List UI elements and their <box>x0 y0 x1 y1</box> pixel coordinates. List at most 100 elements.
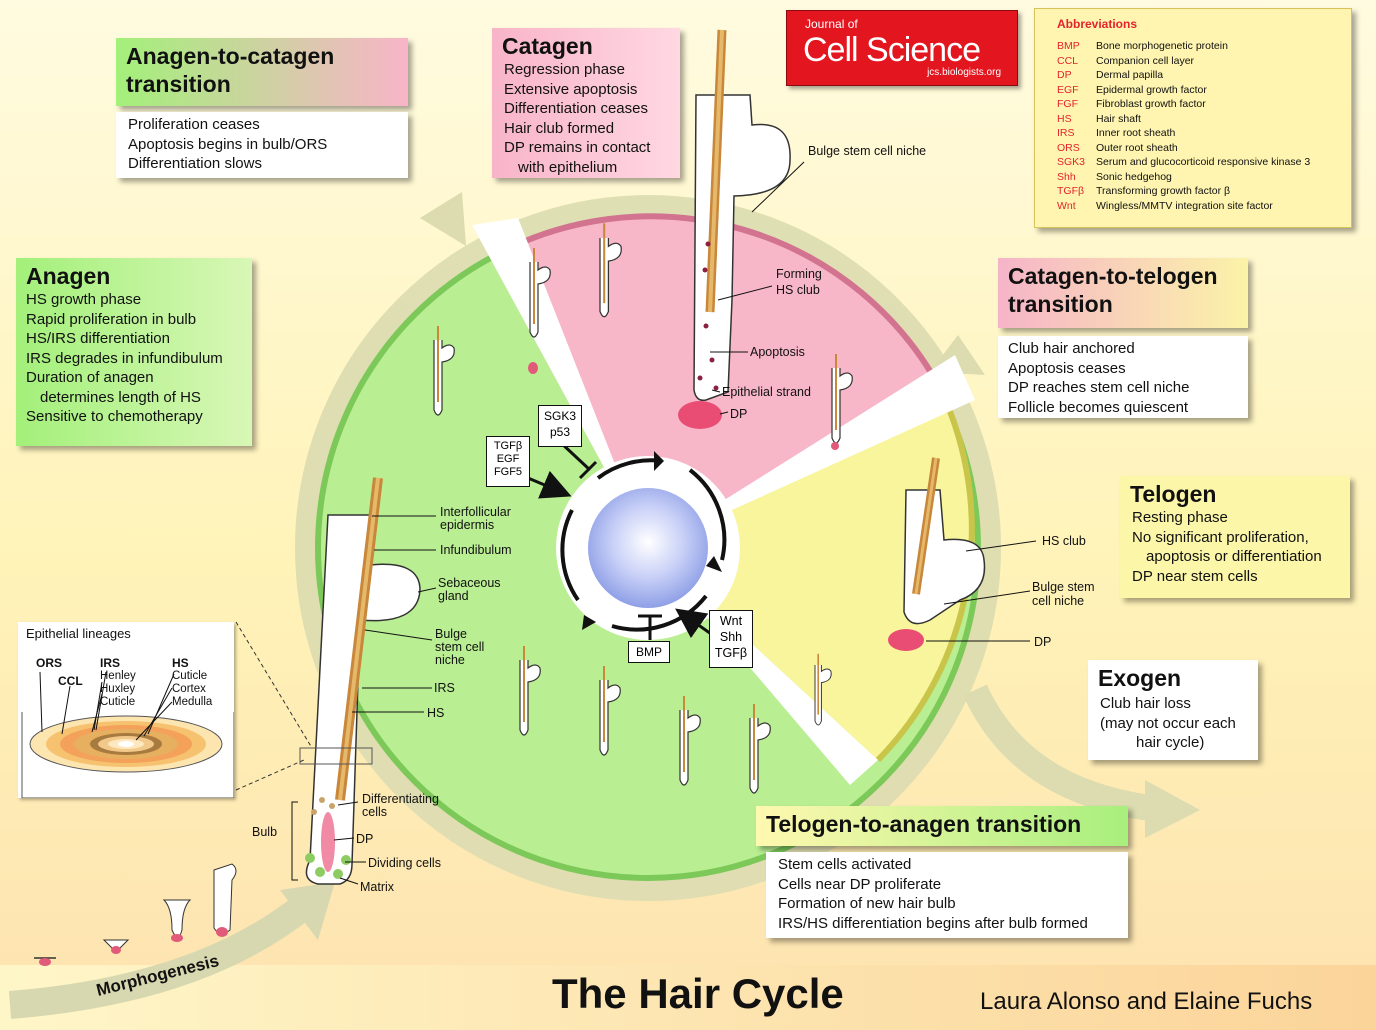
abbr-value: Fibroblast growth factor <box>1096 97 1206 112</box>
lineage-hs: HS <box>172 656 189 670</box>
label-epithelial-strand: Epithelial strand <box>722 385 811 399</box>
abbr-row: BMPBone morphogenetic protein <box>1057 39 1351 54</box>
abbr-key: Wnt <box>1057 199 1096 214</box>
wnt-box: Wnt Shh TGFβ <box>709 610 753 668</box>
abbr-key: TGFβ <box>1057 184 1096 199</box>
telogen-line-2: No significant proliferation, <box>1132 528 1338 548</box>
lineage-irs: IRS <box>100 656 120 670</box>
catagen-to-telogen-title-box: Catagen-to-telogen transition <box>998 258 1248 328</box>
abbr-value: Epidermal growth factor <box>1096 83 1207 98</box>
telogen-box: Telogen Resting phase No significant pro… <box>1120 476 1350 598</box>
abbr-key: ORS <box>1057 141 1096 156</box>
telogen-to-anagen-box: Stem cells activated Cells near DP proli… <box>766 852 1128 938</box>
abbr-key: SGK3 <box>1057 155 1096 170</box>
anagen-line-3: HS/IRS differentiation <box>26 329 240 349</box>
label-irs: IRS <box>434 681 455 695</box>
lineage-huxley: Huxley <box>100 683 136 696</box>
label-bulge-3: niche <box>435 653 465 667</box>
t2a-line-3: Formation of new hair bulb <box>778 894 1116 914</box>
label-sebaceous-2: gland <box>438 589 469 603</box>
lineage-hs-cuticle: Cuticle <box>172 670 212 683</box>
t2a-line-1: Stem cells activated <box>778 855 1116 875</box>
abbr-key: DP <box>1057 68 1096 83</box>
a2c-line-2: Apoptosis begins in bulb/ORS <box>128 135 396 155</box>
lineage-cortex: Cortex <box>172 683 212 696</box>
label-telogen-bulge-1: Bulge stem <box>1032 580 1095 594</box>
catagen-line-5: DP remains in contact <box>504 138 668 158</box>
factor-fgf5: FGF5 <box>487 466 529 479</box>
lineage-medulla: Medulla <box>172 696 212 709</box>
exogen-title: Exogen <box>1088 660 1258 692</box>
epithelial-lineages-inset: Epithelial lineages ORS CCL IRS HS Henle… <box>18 622 234 798</box>
abbreviations-heading: Abbreviations <box>1035 9 1351 39</box>
abbr-key: IRS <box>1057 126 1096 141</box>
abbr-value: Bone morphogenetic protein <box>1096 39 1228 54</box>
a2c-line-3: Differentiation slows <box>128 154 396 174</box>
abbr-value: Dermal papilla <box>1096 68 1163 83</box>
c2t-line-2: Apoptosis ceases <box>1008 359 1236 379</box>
abbr-value: Serum and glucocorticoid responsive kina… <box>1096 155 1310 170</box>
anagen-to-catagen-title-2: transition <box>126 70 398 98</box>
label-bulge-niche: Bulge stem cell niche <box>808 144 926 158</box>
anagen-to-catagen-box: Proliferation ceases Apoptosis begins in… <box>116 112 408 178</box>
catagen-line-6: with epithelium <box>504 158 668 178</box>
telogen-line-3: apoptosis or differentiation <box>1132 547 1338 567</box>
journal-line1: Journal of <box>805 17 858 31</box>
anagen-to-catagen-title-1: Anagen-to-catagen <box>126 42 398 70</box>
label-bulge-1: Bulge <box>435 627 467 641</box>
label-hs-club: HS club <box>1042 534 1086 548</box>
label-interfollicular-1: Interfollicular <box>440 505 511 519</box>
abbr-key: HS <box>1057 112 1096 127</box>
tgf-box: TGFβ EGF FGF5 <box>486 436 530 487</box>
abbr-value: Inner root sheath <box>1096 126 1175 141</box>
anagen-to-catagen-title-box: Anagen-to-catagen transition <box>116 38 408 106</box>
label-catagen-dp: DP <box>730 407 747 421</box>
anagen-line-7: Sensitive to chemotherapy <box>26 407 240 427</box>
catagen-line-1: Regression phase <box>504 60 668 80</box>
authors: Laura Alonso and Elaine Fuchs <box>980 988 1312 1016</box>
abbr-value: Sonic hedgehog <box>1096 170 1172 185</box>
abbr-value: Hair shaft <box>1096 112 1141 127</box>
abbreviations-list: BMPBone morphogenetic protein CCLCompani… <box>1035 39 1351 213</box>
label-forming-1: Forming <box>776 267 822 281</box>
t2a-line-4: IRS/HS differentiation begins after bulb… <box>778 914 1116 934</box>
lineage-ors: ORS <box>36 656 62 670</box>
label-differentiating-2: cells <box>362 805 387 819</box>
c2t-title-1: Catagen-to-telogen <box>1008 262 1238 290</box>
exogen-arrowhead <box>1145 780 1200 838</box>
c2t-line-3: DP reaches stem cell niche <box>1008 378 1236 398</box>
catagen-title: Catagen <box>492 28 680 60</box>
label-apoptosis: Apoptosis <box>750 345 805 359</box>
a2c-line-1: Proliferation ceases <box>128 115 396 135</box>
factor-egf: EGF <box>487 453 529 466</box>
anagen-line-2: Rapid proliferation in bulb <box>26 310 240 330</box>
lineages-cross-section <box>18 622 234 798</box>
center-ball <box>588 488 708 608</box>
sgk3-box: SGK3 p53 <box>538 405 582 447</box>
catagen-line-2: Extensive apoptosis <box>504 80 668 100</box>
telogen-to-anagen-title-box: Telogen-to-anagen transition <box>756 806 1128 846</box>
bmp-box: BMP <box>628 641 670 663</box>
label-bulge-2: stem cell <box>435 640 484 654</box>
catagen-to-telogen-box: Club hair anchored Apoptosis ceases DP r… <box>998 336 1248 418</box>
abbr-key: BMP <box>1057 39 1096 54</box>
label-matrix: Matrix <box>360 880 395 894</box>
telogen-line-1: Resting phase <box>1132 508 1338 528</box>
lineage-irs-cuticle: Cuticle <box>100 696 136 709</box>
anagen-line-6: determines length of HS <box>26 388 240 408</box>
label-dividing: Dividing cells <box>368 856 441 870</box>
catagen-box: Catagen Regression phase Extensive apopt… <box>492 28 680 178</box>
factor-sgk3: SGK3 <box>539 408 581 424</box>
factor-p53: p53 <box>539 424 581 440</box>
journal-logo: Journal of Cell Science jcs.biologists.o… <box>786 10 1018 86</box>
exogen-line-2: (may not occur each <box>1100 714 1246 734</box>
abbr-row: SGK3Serum and glucocorticoid responsive … <box>1057 155 1351 170</box>
abbr-value: Wingless/MMTV integration site factor <box>1096 199 1273 214</box>
label-telogen-bulge-2: cell niche <box>1032 594 1084 608</box>
lineage-henley: Henley <box>100 670 136 683</box>
abbr-key: Shh <box>1057 170 1096 185</box>
main-title: The Hair Cycle <box>552 970 844 1018</box>
